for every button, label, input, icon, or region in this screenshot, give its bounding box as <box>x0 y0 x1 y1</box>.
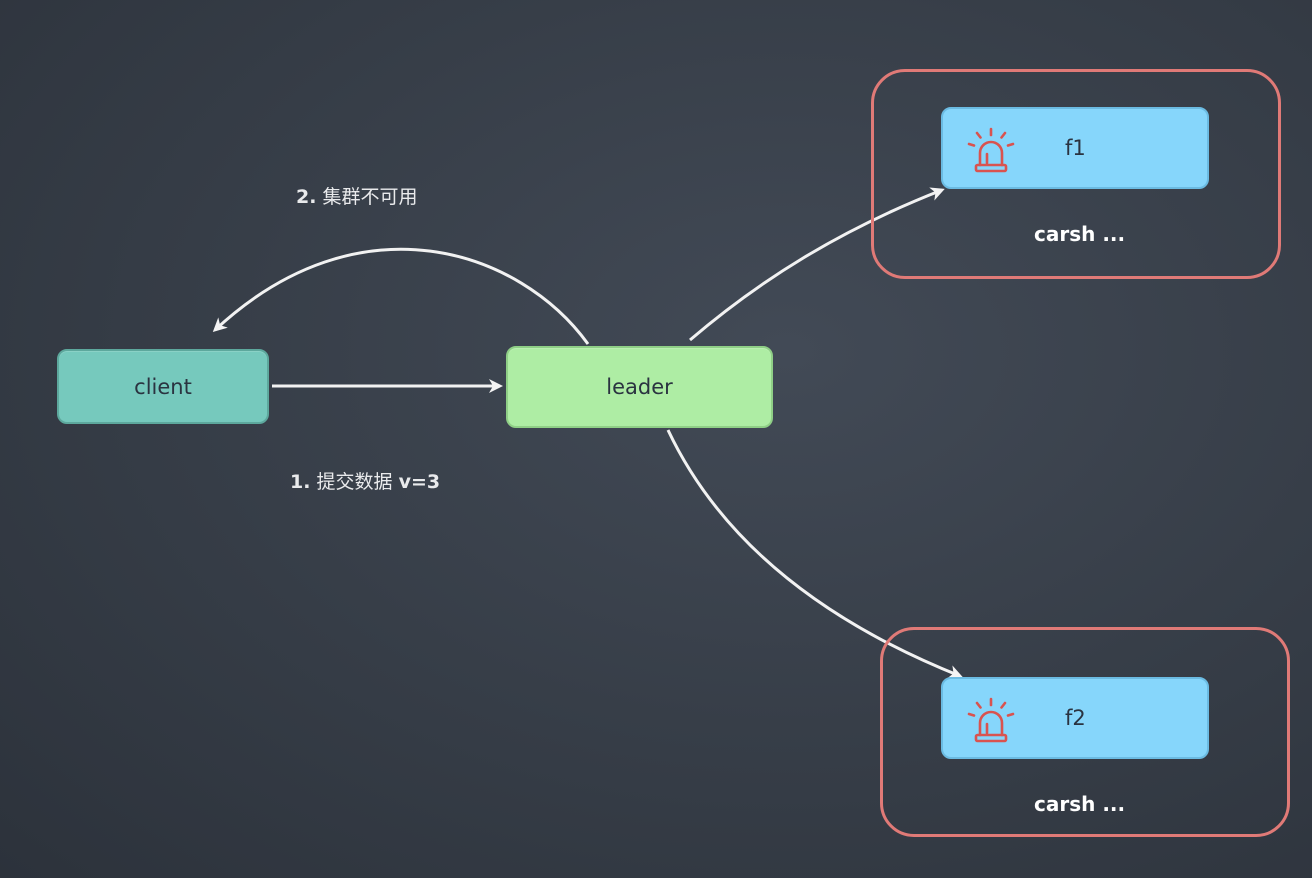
group-f2-crashed <box>880 627 1290 837</box>
node-label: f2 <box>1065 706 1086 730</box>
edge-label-number: 1. <box>290 471 311 493</box>
edge-leader-to-client <box>212 247 590 345</box>
node-client[interactable]: client <box>57 349 269 424</box>
edge-label-text: 集群不可用 <box>322 186 418 208</box>
alarm-light-icon <box>967 127 1015 173</box>
node-label: client <box>134 374 192 399</box>
crash-status-f2: carsh ... <box>1034 792 1126 816</box>
edge-label-value: v=3 <box>398 471 441 493</box>
edge-leader-to-f1 <box>689 187 945 342</box>
alarm-light-icon <box>967 697 1015 743</box>
edge-label-text: 提交数据 <box>316 471 393 493</box>
node-label: leader <box>606 375 673 399</box>
group-f1-crashed <box>871 69 1281 279</box>
edge-label-submit-data: 1. 提交数据 v=3 <box>290 467 440 494</box>
node-f2[interactable]: f2 <box>941 677 1209 759</box>
edge-label-number: 2. <box>296 186 317 208</box>
crash-status-f1: carsh ... <box>1034 222 1126 246</box>
node-f1[interactable]: f1 <box>941 107 1209 189</box>
node-leader[interactable]: leader <box>506 346 773 428</box>
node-label: f1 <box>1065 136 1086 160</box>
edge-label-cluster-unavailable: 2. 集群不可用 <box>296 182 418 209</box>
